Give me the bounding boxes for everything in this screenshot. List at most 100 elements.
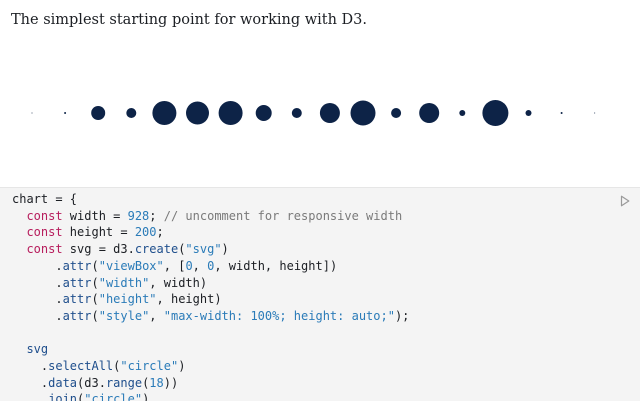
code-token: ( bbox=[91, 292, 99, 307]
data-point bbox=[91, 106, 106, 120]
code-token: "height" bbox=[98, 292, 157, 307]
code-token: . bbox=[12, 308, 63, 323]
data-point bbox=[31, 112, 33, 114]
code-token: ; bbox=[156, 225, 164, 240]
code-line: .attr("width", width) bbox=[12, 275, 409, 292]
code-token: attr bbox=[62, 275, 92, 290]
code-line: .attr("style", "max-width: 100%; height:… bbox=[12, 308, 409, 325]
data-point bbox=[482, 100, 509, 126]
code-token: ) bbox=[178, 359, 186, 374]
code-token: ( bbox=[91, 258, 99, 273]
code-token: "circle" bbox=[84, 392, 143, 401]
code-token: (d3. bbox=[77, 375, 106, 390]
code-line: svg bbox=[12, 341, 409, 358]
code-token: 0 bbox=[207, 258, 215, 273]
code-line: .join("circle") bbox=[12, 391, 409, 401]
run-cell-button[interactable] bbox=[618, 194, 632, 208]
data-point bbox=[319, 103, 340, 123]
code-token: "style" bbox=[98, 308, 150, 323]
code-token: attr bbox=[62, 258, 92, 273]
code-token: attr bbox=[62, 292, 92, 307]
code-token: ( bbox=[91, 275, 99, 290]
code-token: height = bbox=[62, 225, 135, 240]
code-token: ( bbox=[91, 308, 99, 323]
code-token: , bbox=[192, 258, 208, 273]
code-token bbox=[12, 209, 26, 223]
code-token: // uncomment for responsive width bbox=[163, 208, 403, 223]
code-cell[interactable]: chart = { const width = 928; // uncommen… bbox=[0, 187, 640, 401]
data-point bbox=[560, 112, 563, 114]
code-token: create bbox=[134, 242, 179, 257]
code-token bbox=[12, 242, 26, 256]
code-token: ); bbox=[394, 308, 410, 323]
code-token: . bbox=[12, 292, 63, 307]
code-token: . bbox=[12, 392, 49, 401]
code-token: . bbox=[12, 375, 49, 390]
code-token: , bbox=[149, 308, 164, 323]
code-token: svg bbox=[12, 342, 49, 357]
code-token: "viewBox" bbox=[98, 258, 164, 273]
code-token: ( bbox=[142, 375, 150, 390]
code-line bbox=[12, 325, 409, 342]
code-token: data bbox=[48, 375, 78, 390]
code-token: , width) bbox=[149, 275, 208, 290]
code-token: . bbox=[12, 275, 63, 290]
code-token: ( bbox=[77, 392, 85, 401]
code-token bbox=[12, 225, 26, 239]
code-line: .data(d3.range(18)) bbox=[12, 375, 409, 392]
data-point bbox=[218, 101, 243, 125]
code-token: 18 bbox=[149, 375, 164, 390]
data-point bbox=[459, 110, 466, 116]
code-token: selectAll bbox=[48, 359, 114, 374]
code-token: )) bbox=[163, 375, 179, 390]
code-token: svg = d3. bbox=[62, 242, 135, 257]
data-point bbox=[391, 108, 402, 118]
code-token: 200 bbox=[134, 225, 157, 240]
code-token: "max-width: 100%; height: auto;" bbox=[163, 308, 395, 323]
data-point bbox=[152, 101, 177, 125]
data-point bbox=[594, 112, 596, 114]
code-token: width = bbox=[62, 208, 128, 223]
code-token: ; bbox=[149, 208, 164, 223]
code-token: ) bbox=[142, 392, 150, 401]
code-editor[interactable]: chart = { const width = 928; // uncommen… bbox=[12, 191, 409, 401]
code-token: ( bbox=[113, 359, 121, 374]
data-point bbox=[525, 110, 532, 116]
code-token: "width" bbox=[98, 275, 150, 290]
code-token: "circle" bbox=[120, 359, 179, 374]
circles-chart bbox=[31, 100, 596, 126]
code-token: attr bbox=[62, 308, 92, 323]
data-point bbox=[126, 108, 137, 118]
code-token: . bbox=[12, 258, 63, 273]
data-point bbox=[186, 101, 209, 125]
code-token: , [ bbox=[163, 258, 186, 273]
code-token: . bbox=[12, 359, 49, 374]
code-line: .selectAll("circle") bbox=[12, 358, 409, 375]
data-point bbox=[291, 108, 302, 118]
play-outline-icon bbox=[620, 195, 630, 207]
data-point bbox=[419, 103, 440, 123]
code-line: const width = 928; // uncomment for resp… bbox=[12, 208, 409, 225]
code-line: .attr("height", height) bbox=[12, 291, 409, 308]
code-line: const svg = d3.create("svg") bbox=[12, 241, 409, 258]
data-point bbox=[64, 112, 67, 114]
intro-text: The simplest starting point for working … bbox=[11, 12, 368, 28]
code-token: join bbox=[48, 392, 78, 401]
code-token: ) bbox=[221, 242, 229, 257]
code-token: chart = { bbox=[12, 192, 78, 206]
data-point bbox=[255, 105, 272, 121]
code-line: chart = { bbox=[12, 191, 409, 208]
code-token: range bbox=[105, 375, 143, 390]
code-token: 0 bbox=[185, 258, 193, 273]
code-token: 928 bbox=[127, 208, 150, 223]
code-line: const height = 200; bbox=[12, 224, 409, 241]
code-token: const bbox=[26, 242, 63, 257]
code-line: .attr("viewBox", [0, 0, width, height]) bbox=[12, 258, 409, 275]
code-token: const bbox=[26, 225, 63, 240]
data-point bbox=[350, 100, 376, 126]
code-token: , width, height]) bbox=[214, 258, 338, 273]
code-token: , height) bbox=[156, 292, 222, 307]
code-token: ( bbox=[178, 242, 186, 257]
code-token: "svg" bbox=[185, 242, 222, 257]
code-token: const bbox=[26, 208, 63, 223]
